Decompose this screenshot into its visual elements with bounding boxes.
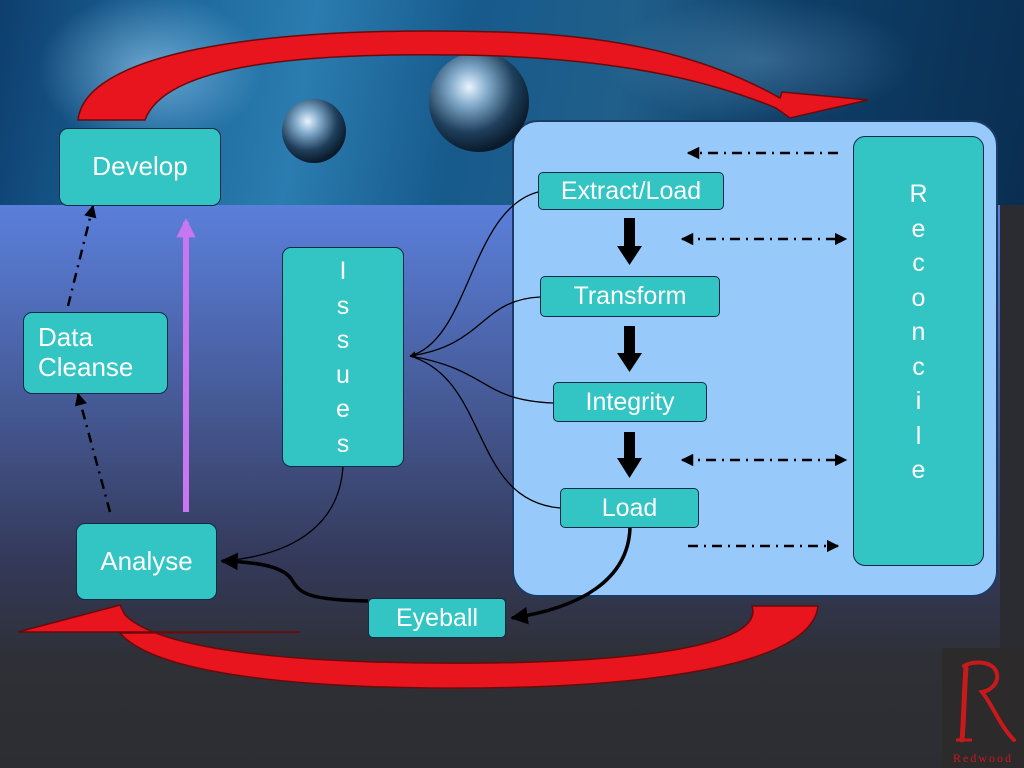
integrity-box: Integrity <box>553 382 707 422</box>
load-to-eyeball-arrow <box>510 527 632 625</box>
step-arrow-1 <box>617 218 642 265</box>
data-cleanse-label: Data Cleanse <box>38 322 134 382</box>
decorative-sphere-large <box>429 52 529 152</box>
reconcile-label: R e c o n c i l e <box>909 180 928 484</box>
issues-box: I s s u e s <box>282 247 404 467</box>
analyse-label: Analyse <box>100 545 193 576</box>
analyse-box: Analyse <box>76 523 217 600</box>
eyeball-to-analyse-arrow <box>220 552 369 603</box>
data-cleanse-box: Data Cleanse <box>23 312 168 394</box>
decorative-sphere-small <box>282 99 346 163</box>
eyeball-box: Eyeball <box>368 598 506 638</box>
top-cycle-arrow <box>77 30 869 121</box>
integrity-label: Integrity <box>585 387 675 416</box>
develop-box: Develop <box>59 128 221 206</box>
redwood-r-mark <box>956 660 1016 743</box>
extract-load-label: Extract/Load <box>560 176 702 205</box>
extract-load-box: Extract/Load <box>538 172 724 210</box>
redwood-logo: Redwood <box>942 648 1024 768</box>
issues-label: I s s u e s <box>336 257 350 458</box>
cleanse-to-develop-arrow <box>66 204 97 307</box>
develop-label: Develop <box>92 151 188 182</box>
load-box: Load <box>560 488 699 528</box>
transform-label: Transform <box>573 282 687 311</box>
issues-connectors <box>221 191 561 564</box>
bottom-cycle-arrow <box>17 604 819 689</box>
eyeball-label: Eyeball <box>396 603 478 632</box>
analyse-to-cleanse-arrow <box>74 392 112 513</box>
load-label: Load <box>601 493 658 522</box>
step-arrow-3 <box>617 432 642 478</box>
step-arrow-2 <box>617 326 642 372</box>
transform-box: Transform <box>540 276 720 317</box>
reconcile-box: R e c o n c i l e <box>853 136 984 566</box>
redwood-logo-text: Redwood <box>953 751 1013 765</box>
